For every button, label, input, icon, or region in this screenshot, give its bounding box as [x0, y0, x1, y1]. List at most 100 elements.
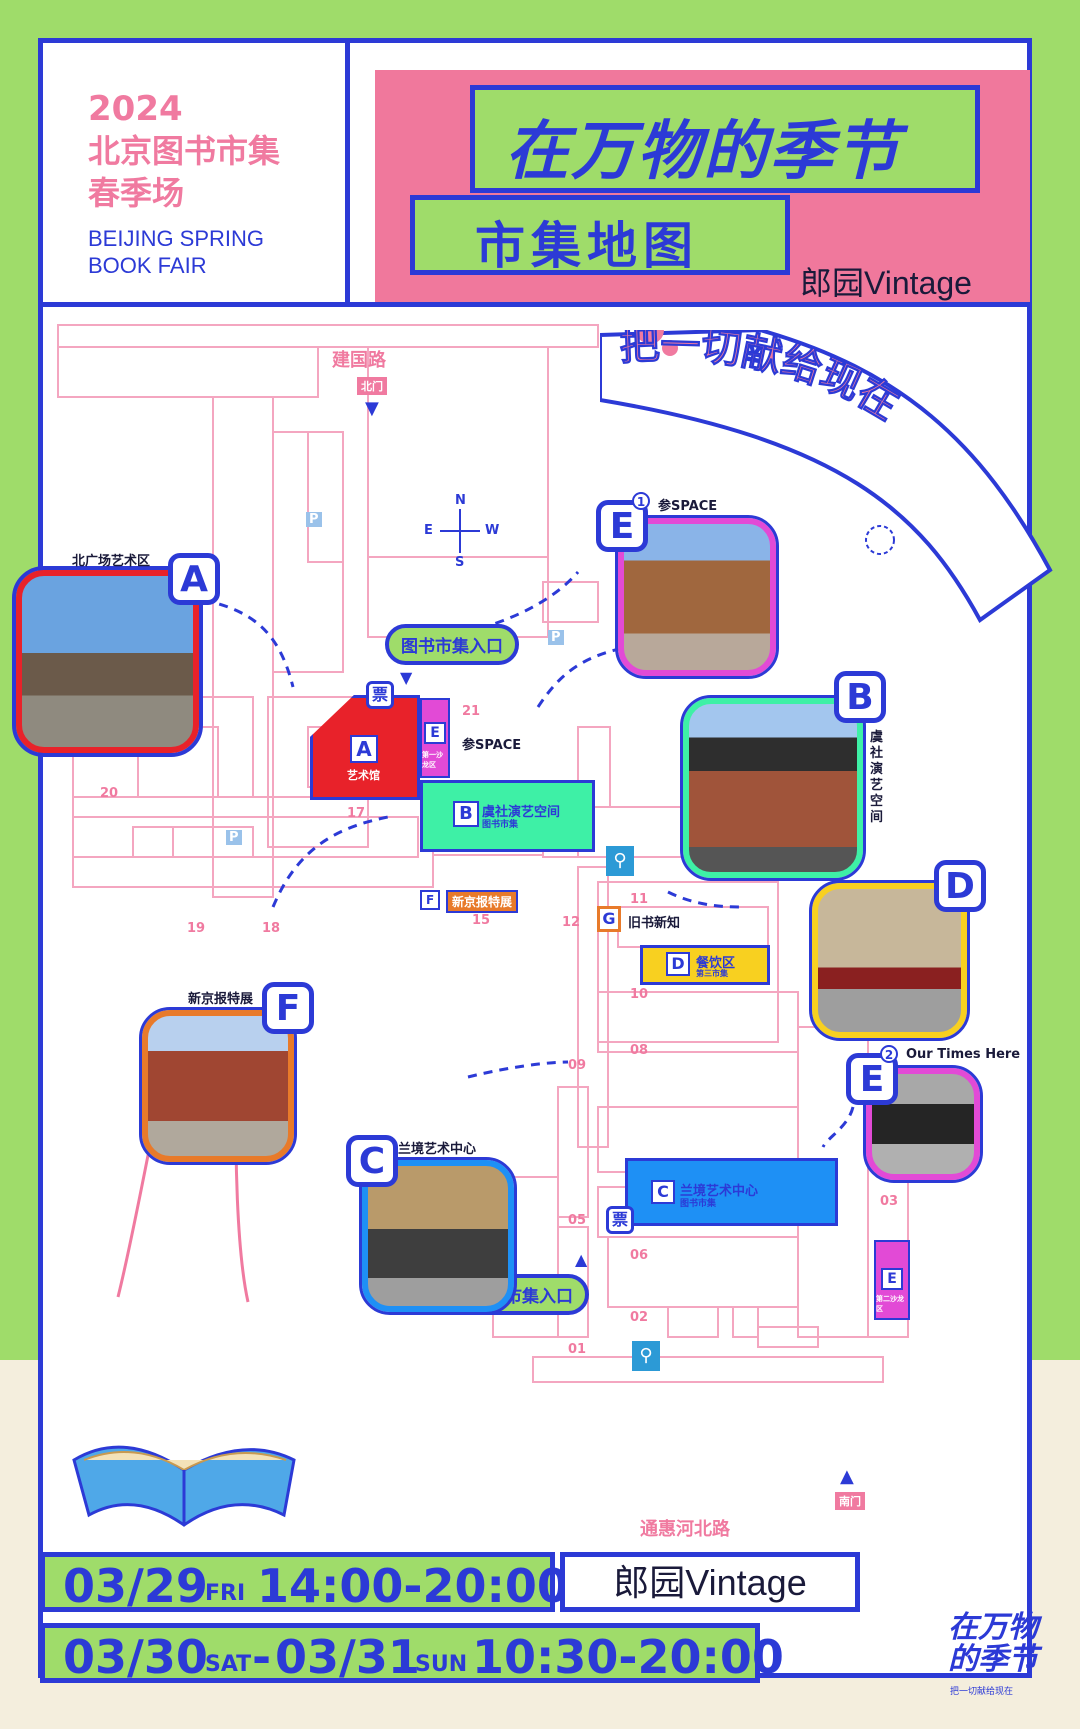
main-banner: 在万物的季节: [470, 85, 980, 193]
zone-a-letter: A: [350, 735, 378, 763]
zone-g-letter[interactable]: G: [597, 906, 621, 932]
day1-dow: FRI: [205, 1581, 246, 1606]
photo-b[interactable]: [680, 695, 866, 881]
map-title-banner: 市集地图: [410, 195, 790, 275]
zone-d-letter: D: [666, 952, 690, 976]
day3-dow: SUN: [415, 1652, 468, 1677]
compass-e: E: [424, 523, 433, 538]
zone-e1-space-label: 参SPACE: [462, 738, 522, 753]
day2-date: 03/30: [63, 1630, 208, 1684]
zone-f-letter: F: [420, 890, 441, 910]
compass-n: N: [455, 493, 466, 508]
block-number: 06: [630, 1248, 649, 1263]
zone-d-area[interactable]: [640, 945, 770, 985]
zone-e1-letter: E: [424, 722, 446, 744]
photo-f-caption: 新京报特展: [188, 992, 254, 1007]
day3-date: 03/31: [275, 1630, 420, 1684]
block-number: 18: [262, 921, 281, 936]
zone-d-sub: 第三市集: [696, 969, 728, 978]
venue-map: [57, 324, 909, 1383]
block-number: 02: [630, 1310, 649, 1325]
arrow-up-icon: ▲: [575, 1250, 588, 1269]
zone-e1-name: 第一沙龙区: [422, 751, 443, 769]
footer-logo: 在万物 的季节: [948, 1612, 1038, 1676]
zone-c-area[interactable]: [625, 1158, 838, 1226]
photo-b-letter: B: [834, 671, 886, 723]
restroom-icon: ⚲: [606, 846, 634, 876]
zone-b-sub: 图书市集: [482, 820, 519, 830]
gate-south: 南门: [835, 1492, 865, 1510]
open-book-icon: [72, 1445, 296, 1527]
block-number: 15: [472, 913, 491, 928]
block-number: 01: [568, 1342, 587, 1357]
zone-g-name: 旧书新知: [628, 916, 681, 931]
photo-a[interactable]: [12, 566, 203, 757]
header-divider-vertical: [345, 38, 350, 304]
road-north: 建国路: [332, 350, 386, 371]
zone-f-name[interactable]: 新京报特展: [446, 890, 519, 913]
event-title-en-sub: BOOK FAIR: [88, 253, 207, 278]
zone-c-sub: 图书市集: [680, 1199, 717, 1209]
arrow-down-icon: ▼: [400, 668, 413, 687]
block-number: 21: [462, 704, 481, 719]
block-number: 20: [100, 786, 119, 801]
footer-logo-line2: 的季节: [948, 1642, 1038, 1677]
block-number: 19: [187, 921, 206, 936]
parking-icon: P: [226, 830, 242, 845]
zone-d-name: 餐饮区: [696, 956, 736, 971]
day2-dow: SAT: [205, 1652, 252, 1677]
zone-e2-name: 第二沙龙区: [876, 1295, 904, 1313]
photo-e2-sup: 2: [880, 1045, 898, 1063]
photo-e1-sup: 1: [632, 492, 650, 510]
gate-north: 北门: [357, 377, 387, 395]
compass-icon: N E W S: [424, 493, 499, 573]
zone-e2-letter: E: [881, 1268, 903, 1290]
banner-main-text: 在万物的季节: [505, 115, 901, 189]
footer-logo-tagline: 把一切献给现在: [950, 1687, 1014, 1697]
photo-f[interactable]: [139, 1007, 297, 1165]
arrow-down-icon: ▼: [365, 398, 379, 419]
photo-d-letter: D: [934, 860, 986, 912]
parking-icon: P: [306, 512, 322, 527]
event-title-en: BEIJING SPRING: [88, 226, 265, 251]
zone-c-letter: C: [651, 1180, 675, 1204]
schedule-day1: 03/29 FRI 14:00-20:00: [40, 1552, 569, 1613]
block-number: 05: [568, 1213, 587, 1228]
compass-s: S: [455, 555, 465, 570]
restroom-icon: ⚲: [632, 1341, 660, 1371]
compass-w: W: [485, 523, 500, 538]
photo-b-caption: 虞社演艺空间: [870, 730, 884, 825]
photo-c-letter: C: [346, 1135, 398, 1187]
block-number: 03: [880, 1194, 899, 1209]
parking-icon: P: [548, 630, 564, 645]
header-divider: [38, 302, 1032, 307]
road-south: 通惠河北路: [640, 1519, 730, 1540]
ticket-icon: 票: [366, 681, 394, 709]
event-year: 2024: [88, 89, 183, 129]
zone-b-name: 虞社演艺空间: [482, 805, 561, 820]
day23-time: 10:30-20:00: [472, 1630, 784, 1684]
day1-time: 14:00-20:00: [257, 1559, 569, 1613]
zone-b-letter: B: [453, 801, 479, 827]
block-number: 11: [630, 892, 649, 907]
zone-e2-area[interactable]: [874, 1240, 910, 1320]
photo-f-letter: F: [262, 982, 314, 1034]
photo-e2-caption: Our Times Here: [906, 1047, 1021, 1062]
photo-a-letter: A: [168, 553, 220, 605]
photo-c-caption: 兰境艺术中心: [398, 1142, 477, 1157]
entrance-label-north[interactable]: 图书市集入口: [385, 624, 519, 665]
venue-name-header: 郎园Vintage: [800, 265, 972, 301]
event-title-cn-sub: 春季场: [88, 174, 185, 212]
zone-c-name: 兰境艺术中心: [680, 1184, 759, 1199]
photo-a-caption: 北广场艺术区: [72, 554, 151, 569]
block-number: 09: [568, 1058, 587, 1073]
footer-logo-line1: 在万物: [948, 1610, 1038, 1645]
day1-date: 03/29: [63, 1559, 208, 1613]
event-title-cn: 北京图书市集: [88, 132, 281, 170]
map-title-text: 市集地图: [475, 217, 699, 275]
block-number: 17: [347, 806, 366, 821]
venue-name-footer: 郎园Vintage: [560, 1552, 860, 1612]
arrow-up-icon: ▲: [840, 1466, 854, 1487]
schedule-day2-3: 03/30 SAT - 03/31 SUN 10:30-20:00: [40, 1623, 784, 1684]
zone-b-area[interactable]: [420, 780, 595, 852]
